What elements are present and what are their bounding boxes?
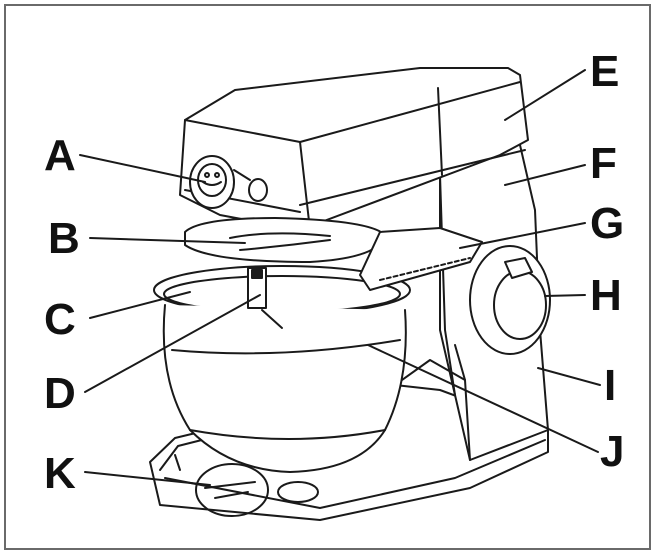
- label-i: I: [604, 361, 617, 410]
- outlet-knob: [189, 155, 268, 209]
- label-b: B: [48, 214, 80, 263]
- splash-guard: [184, 217, 386, 263]
- arm-bracket: [359, 227, 483, 291]
- label-j: J: [600, 427, 625, 476]
- label-g: G: [590, 199, 625, 248]
- label-h: H: [590, 271, 622, 320]
- leader-lines: [79, 69, 601, 486]
- label-e: E: [590, 47, 620, 96]
- label-k: K: [44, 449, 76, 498]
- label-f: F: [590, 139, 617, 188]
- side-outlet-cover: [469, 245, 551, 355]
- mixing-bowl: [162, 304, 407, 473]
- label-a: A: [44, 131, 76, 180]
- base-drive-dial: [195, 463, 319, 517]
- label-d: D: [44, 369, 76, 418]
- tool-shaft: [247, 267, 283, 329]
- label-c: C: [44, 295, 76, 344]
